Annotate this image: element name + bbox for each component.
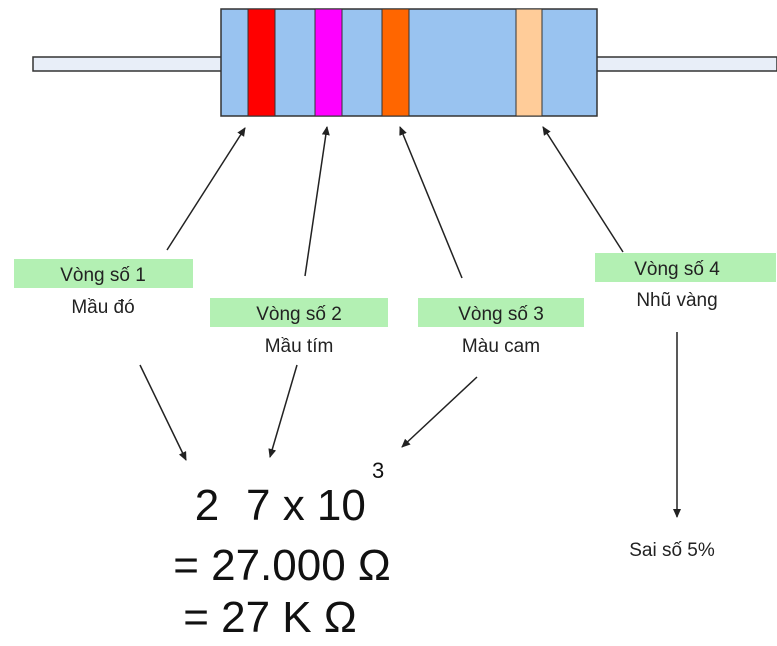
- band-1-red: [247, 8, 276, 117]
- label-title-band-2: Vòng số 2: [256, 304, 342, 325]
- tolerance-text: Sai số 5%: [629, 540, 715, 561]
- arrow-band-2: [304, 126, 330, 277]
- band-2-violet: [314, 8, 343, 117]
- formula-result-ohms: = 27.000 Ω: [173, 541, 391, 590]
- arrow-digit-1: [139, 364, 187, 461]
- label-desc-band-1: Mầu đó: [71, 297, 134, 318]
- formula-exponent: 3: [372, 458, 384, 483]
- label-title-band-4: Vòng số 4: [634, 259, 720, 280]
- label-desc-band-2: Mầu tím: [265, 336, 334, 357]
- label-bg-band-4: [595, 253, 776, 282]
- formula-digit-1: 2: [195, 481, 219, 530]
- arrow-digit-2: [268, 364, 298, 458]
- arrow-band-3: [399, 126, 463, 279]
- label-title-band-3: Vòng số 3: [458, 304, 544, 325]
- formula-digit-2-multiplier: 7 x 10: [246, 481, 366, 530]
- label-bg-band-2: [210, 298, 388, 327]
- arrow-multiplier: [401, 376, 478, 448]
- arrow-band-1: [166, 127, 246, 251]
- arrow-band-4: [542, 126, 624, 253]
- label-title-band-1: Vòng số 1: [60, 265, 146, 286]
- formula-result-kilo-ohms: = 27 K Ω: [183, 593, 357, 641]
- label-desc-band-4: Nhũ vàng: [636, 290, 717, 311]
- band-4-gold: [515, 8, 543, 117]
- label-bg-band-1: [14, 259, 193, 288]
- label-desc-band-3: Màu cam: [462, 336, 540, 357]
- right-lead: [594, 56, 777, 72]
- left-lead: [32, 56, 224, 72]
- label-bg-band-3: [418, 298, 584, 327]
- band-3-orange: [381, 8, 410, 117]
